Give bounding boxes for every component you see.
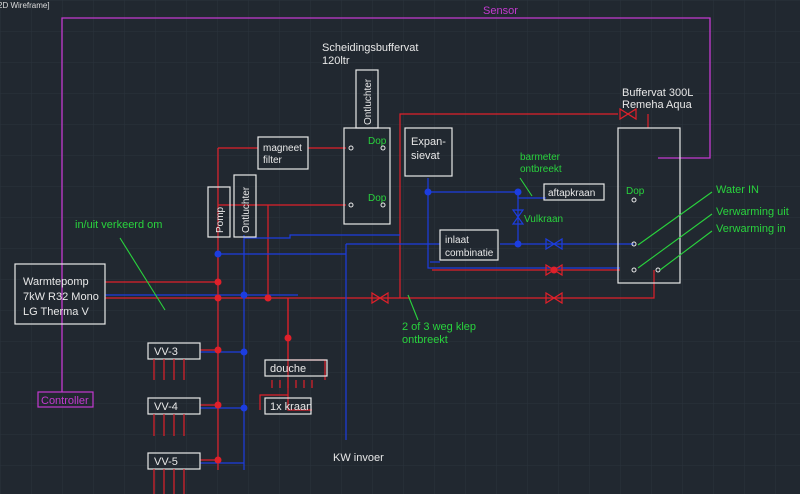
viewport-label[interactable]: 2D Wireframe] — [0, 1, 50, 10]
expansion-vessel-line2: sievat — [411, 150, 440, 162]
heat-pump-name: Warmtepomp — [23, 276, 89, 288]
controller-box[interactable] — [37, 391, 94, 408]
annotation-water-in: Water IN — [716, 184, 759, 196]
separator-plug-top: Dop — [368, 136, 387, 147]
cold-water-inlet-label: KW invoer — [333, 452, 384, 464]
manifold-vv3-loops — [153, 359, 185, 380]
valve-red-1[interactable] — [371, 291, 389, 305]
inlet-combination-box[interactable] — [439, 229, 499, 261]
expansion-vessel-line1: Expan- — [411, 136, 446, 148]
valve-red-3[interactable] — [619, 107, 637, 121]
magnet-filter-box[interactable] — [257, 136, 309, 170]
heat-pump-model: 7kW R32 Mono — [23, 291, 99, 303]
annotation-heating-in: Verwarming in — [716, 223, 786, 235]
buffer-vessel-brand: Remeha Aqua — [622, 99, 693, 111]
manifold-vv3-label: VV-3 — [154, 346, 178, 358]
annotation-leaders — [119, 177, 713, 321]
separator-ports — [348, 145, 386, 208]
valve-blue-1[interactable] — [545, 237, 563, 251]
faucet-label: 1x kraan — [270, 401, 312, 413]
controller-label: Controller — [41, 395, 89, 407]
manifold-vv5-label: VV-5 — [154, 456, 178, 468]
supply-piping — [105, 113, 655, 470]
manifold-vv4-loops — [153, 414, 185, 436]
return-junctions — [214, 188, 522, 412]
inlet-combination-line2: combinatie — [445, 248, 494, 259]
pump-box[interactable] — [207, 186, 231, 238]
annotation-pressure-gauge-2: ontbreekt — [520, 164, 562, 175]
manifold-vv4-label: VV-4 — [154, 401, 178, 413]
drain-tap-box[interactable] — [543, 183, 605, 201]
annotation-pressure-gauge-1: barmeter — [520, 152, 561, 163]
separator-title: Scheidingsbuffervat — [322, 42, 418, 54]
heat-pump-box[interactable] — [14, 263, 106, 325]
fill-valve[interactable] — [511, 209, 525, 225]
buffer-vessel-plug: Dop — [626, 186, 645, 197]
separator-air-vent-box[interactable] — [355, 69, 379, 129]
separator-plug-bottom: Dop — [368, 193, 387, 204]
annotation-three-way-valve-2: ontbreekt — [402, 334, 448, 346]
expansion-vessel-box[interactable] — [404, 127, 453, 177]
return-piping — [105, 178, 634, 470]
pipe-air-vent-label: Ontluchter — [241, 186, 252, 233]
shower-box[interactable] — [264, 359, 328, 377]
sensor-label: Sensor — [483, 5, 518, 17]
valve-red-4[interactable] — [545, 263, 563, 277]
valve-red-2[interactable] — [545, 291, 563, 305]
drain-tap-label: aftapkraan — [548, 188, 595, 199]
heat-pump-brand: LG Therma V — [23, 306, 89, 318]
fill-tap-label: Vulkraan — [524, 214, 563, 225]
separator-air-vent-label: Ontluchter — [363, 78, 374, 125]
annotation-heating-out: Verwarming uit — [716, 206, 789, 218]
sensor-wiring — [61, 17, 711, 392]
annotation-three-way-valve-1: 2 of 3 weg klep — [402, 321, 476, 333]
separator-volume: 120ltr — [322, 55, 350, 67]
buffer-vessel-box[interactable] — [617, 127, 681, 284]
shower-outlets — [271, 380, 313, 388]
inlet-combination-line1: inlaat — [445, 235, 469, 246]
magnet-filter-line2: filter — [263, 155, 283, 166]
magnet-filter-line1: magneet — [263, 143, 302, 154]
buffer-vessel-title: Buffervat 300L — [622, 87, 693, 99]
manifold-vv5-loops — [153, 469, 185, 494]
annotation-inout-wrong: in/uit verkeerd om — [75, 219, 162, 231]
shower-label: douche — [270, 363, 306, 375]
faucet-box[interactable] — [264, 397, 312, 415]
pipe-air-vent-box[interactable] — [233, 174, 257, 238]
pump-label: Pomp — [215, 206, 226, 233]
